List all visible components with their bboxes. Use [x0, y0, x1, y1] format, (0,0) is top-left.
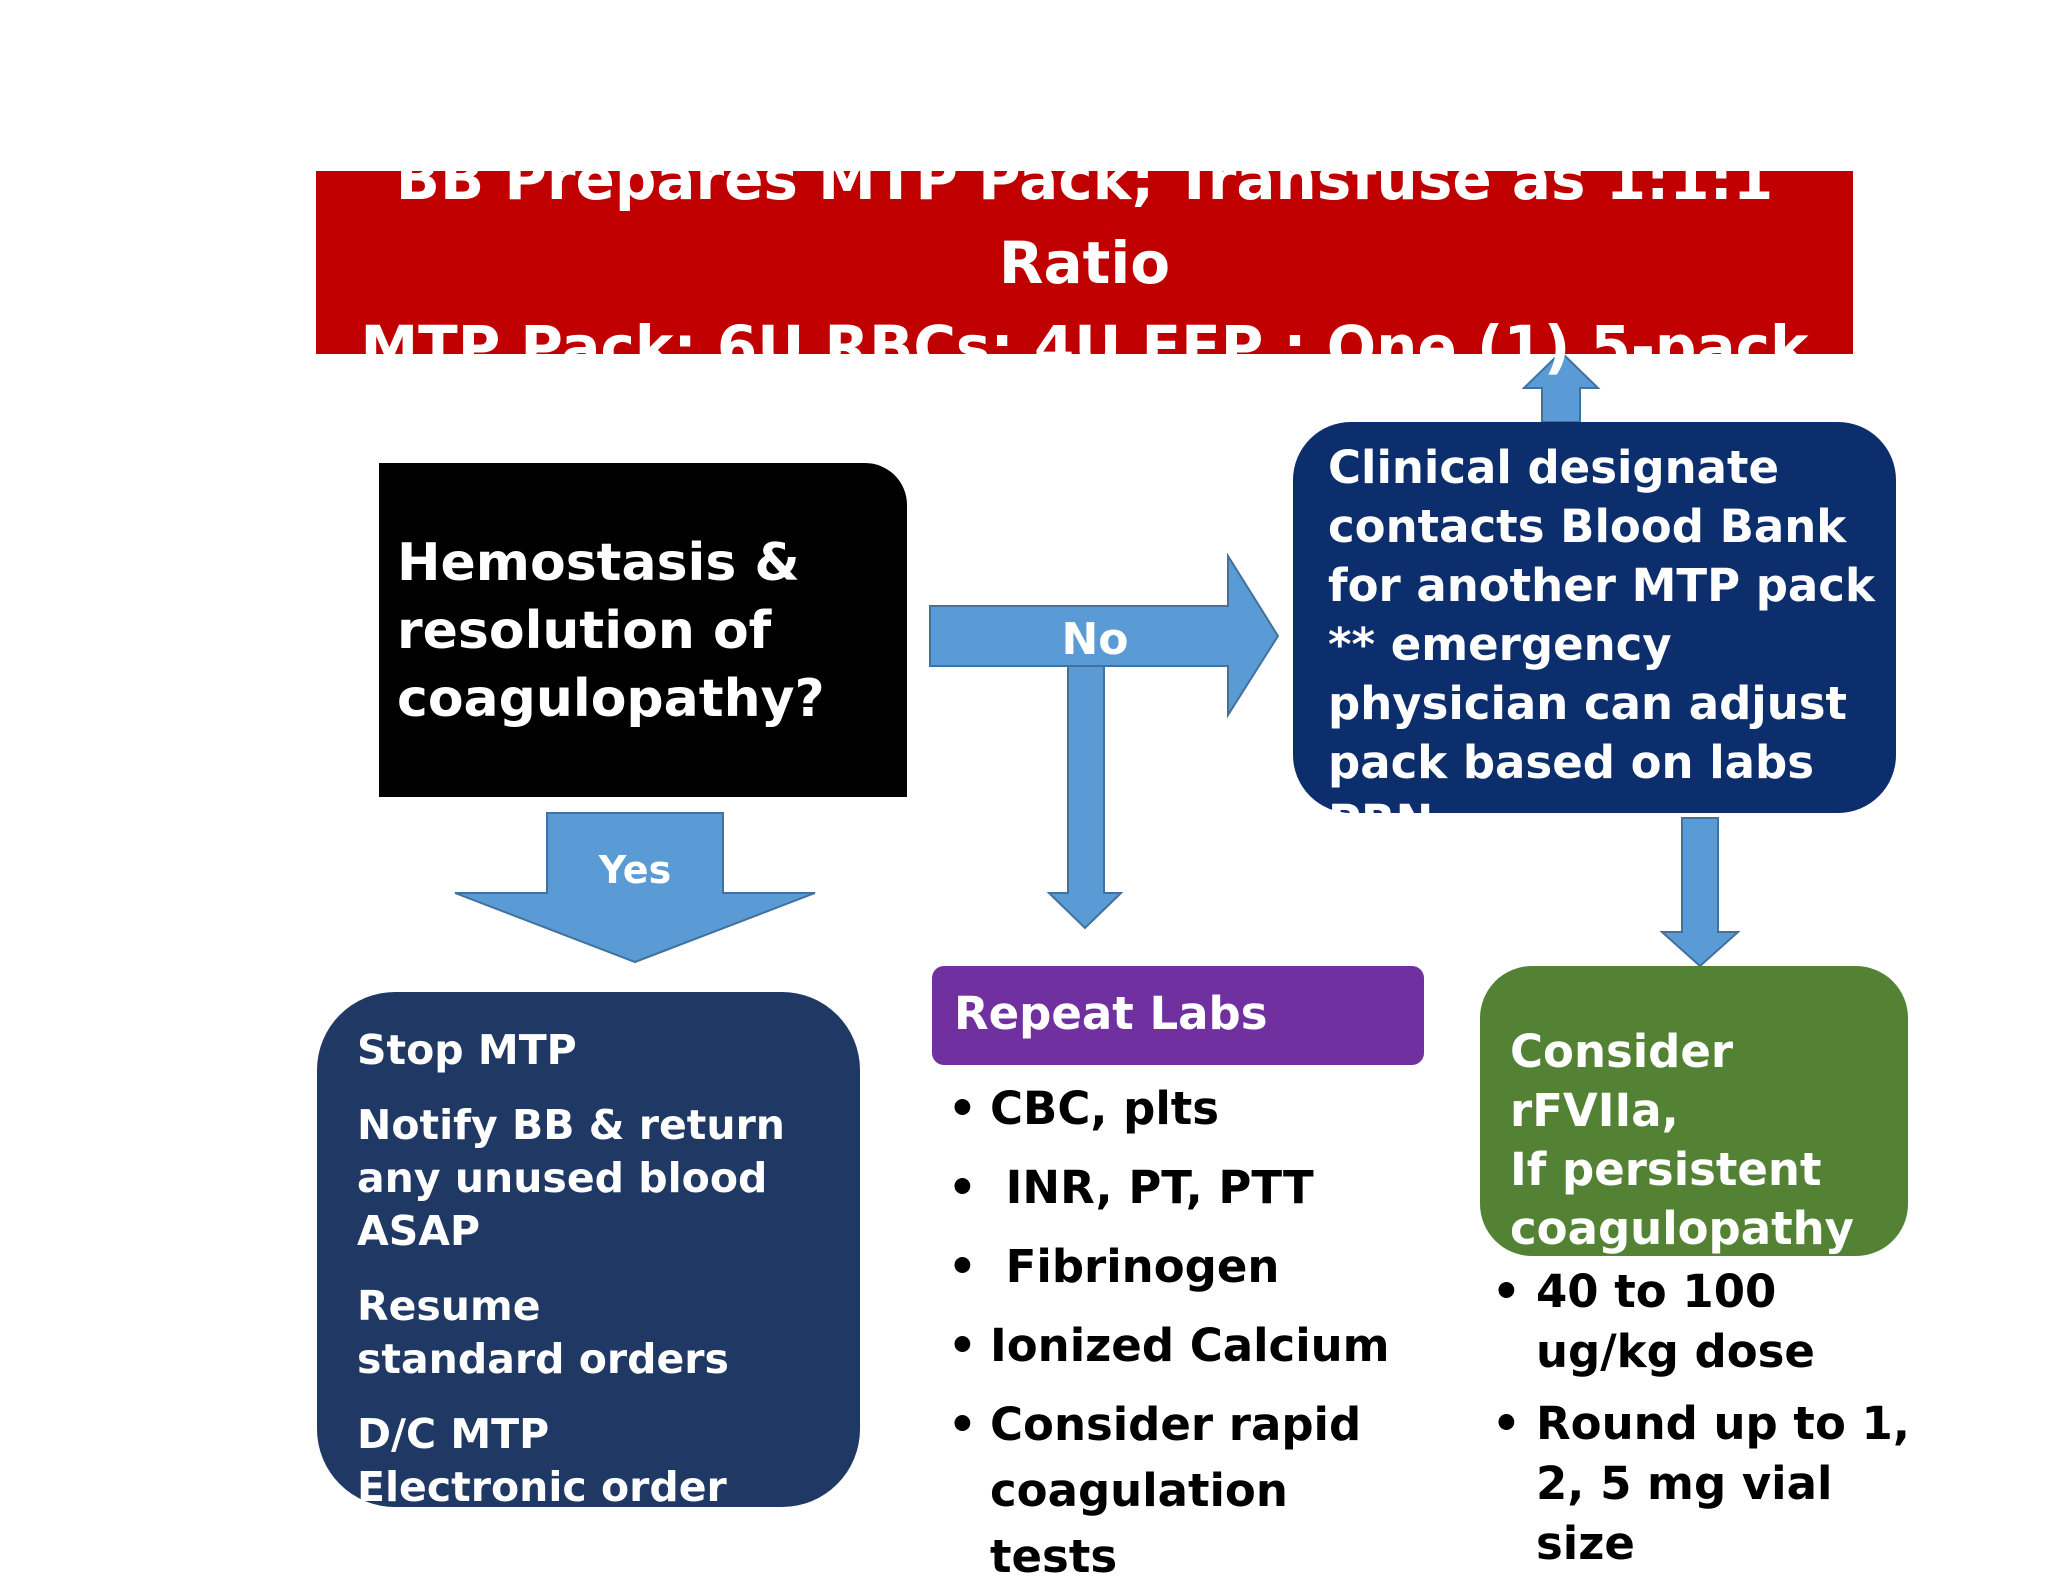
stop-item: D/C MTP Electronic order	[357, 1410, 727, 1511]
stop-item: Resume standard orders	[357, 1282, 729, 1383]
list-item: • Round up to 1, 2, 5 mg vial size	[1492, 1394, 1916, 1574]
banner-line-1: BB Prepares MTP Pack; Transfuse as 1:1:1…	[395, 144, 1774, 297]
labs-down-arrow	[1046, 665, 1124, 930]
list-item: • Fibrinogen	[948, 1234, 1418, 1300]
decision-line-1: Hemostasis &	[397, 533, 800, 593]
stop-item: Notify BB & return any unused blood ASAP	[357, 1101, 785, 1255]
clinical-line: for another MTP pack	[1328, 559, 1875, 612]
consider-down-arrow	[1659, 817, 1741, 968]
lab-item-text: Consider rapid coagulation tests	[990, 1398, 1362, 1583]
clinical-line: pack based on labs PRN	[1328, 736, 1815, 848]
dose-item-text: Round up to 1, 2, 5 mg vial size	[1536, 1397, 1910, 1570]
yes-label: Yes	[598, 848, 672, 892]
hemostasis-decision-box: Hemostasis & resolution of coagulopathy?	[379, 463, 907, 797]
list-item: • INR, PT, PTT	[948, 1155, 1418, 1221]
connector-arrows	[454, 350, 1741, 968]
bullet-icon: •	[948, 1161, 977, 1214]
banner-line-2: MTP Pack: 6U RBCs; 4U FFP ; One (1) 5-pa…	[360, 312, 1809, 381]
consider-line: Consider rFVIIa,	[1510, 1025, 1734, 1137]
clinical-line: contacts Blood Bank	[1328, 500, 1847, 553]
list-item: • 40 to 100 ug/kg dose	[1492, 1262, 1826, 1382]
decision-line-3: coagulopathy?	[397, 669, 825, 729]
dose-item-text: 40 to 100 ug/kg dose	[1536, 1265, 1815, 1378]
clinical-line: Clinical designate	[1328, 441, 1780, 494]
clinical-line: ** emergency	[1328, 618, 1672, 671]
consider-line: coagulopathy	[1510, 1202, 1855, 1255]
bullet-icon: •	[1492, 1265, 1521, 1318]
lab-item-text: Ionized Calcium	[990, 1319, 1390, 1372]
bullet-icon: •	[948, 1240, 977, 1293]
clinical-line: physician can adjust	[1328, 677, 1848, 730]
consider-rfviia-box: Consider rFVIIa, If persistent coagulopa…	[1480, 966, 1908, 1256]
list-item: • Consider rapid coagulation tests	[948, 1392, 1420, 1590]
stop-mtp-box: Stop MTP Notify BB & return any unused b…	[317, 992, 860, 1511]
mtp-pack-banner: BB Prepares MTP Pack; Transfuse as 1:1:1…	[316, 145, 1853, 381]
bullet-icon: •	[948, 1082, 977, 1135]
bullet-icon: •	[948, 1398, 977, 1451]
no-label: No	[1061, 614, 1129, 665]
up-arrow	[1521, 350, 1601, 423]
repeat-labs-list: • CBC, plts • INR, PT, PTT • Fibrinogen …	[948, 1076, 1418, 1583]
lab-item-text: Fibrinogen	[990, 1240, 1280, 1293]
decision-line-2: resolution of	[397, 601, 772, 661]
lab-item-text: CBC, plts	[990, 1082, 1220, 1135]
dose-list: • 40 to 100 ug/kg dose • Round up to 1, …	[1492, 1262, 1912, 1570]
consider-line: If persistent	[1510, 1143, 1822, 1196]
list-item: • CBC, plts	[948, 1076, 1418, 1142]
no-right-arrow	[929, 552, 1280, 719]
bullet-icon: •	[1492, 1397, 1521, 1450]
list-item: • Ionized Calcium	[948, 1313, 1418, 1379]
lab-item-text: INR, PT, PTT	[990, 1161, 1314, 1214]
bullet-icon: •	[948, 1319, 977, 1372]
stop-item: Stop MTP	[357, 1026, 577, 1074]
yes-down-arrow	[454, 812, 816, 964]
repeat-labs-header: Repeat Labs	[932, 966, 1424, 1065]
clinical-designate-box: Clinical designate contacts Blood Bank f…	[1293, 422, 1896, 848]
